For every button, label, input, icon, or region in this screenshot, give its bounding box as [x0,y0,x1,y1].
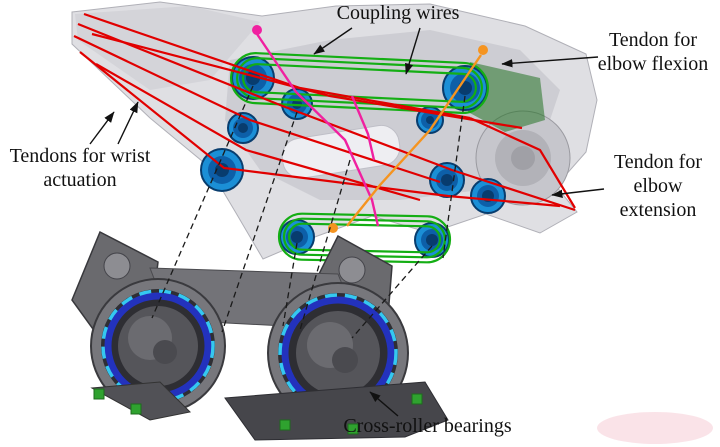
elbow-flexion-tendon-magenta [252,25,380,227]
leader-elbow-extension [551,188,605,198]
label-tendon-elbow-flexion: Tendon for elbow flexion [597,29,709,75]
leader-elbow-flexion [501,56,599,68]
leader-coupling-wires-right [405,27,421,75]
label-cross-roller-bearings: Cross-roller bearings [343,415,512,437]
leader-coupling-wires-left [313,27,353,55]
pink-smudge [597,412,713,444]
label-tendons-wrist-actuation: Tendons for wrist actuation [9,145,151,191]
cross-roller-bearing-left [90,278,226,414]
label-coupling-wires: Coupling wires [336,2,460,24]
leader-wrist-tendons-1 [117,101,139,145]
leader-cross-roller [369,391,399,417]
mount-markers-green [93,388,423,435]
leader-wrist-tendons-2 [89,111,115,145]
alignment-dashed-lines [151,85,466,339]
label-tendon-elbow-extension: Tendon for elbow extension [613,151,703,221]
pulley [470,178,506,214]
leader-lines [89,27,605,417]
wrist-tendons-red [73,12,576,212]
elbow-extension-tendon-orange [328,45,488,233]
